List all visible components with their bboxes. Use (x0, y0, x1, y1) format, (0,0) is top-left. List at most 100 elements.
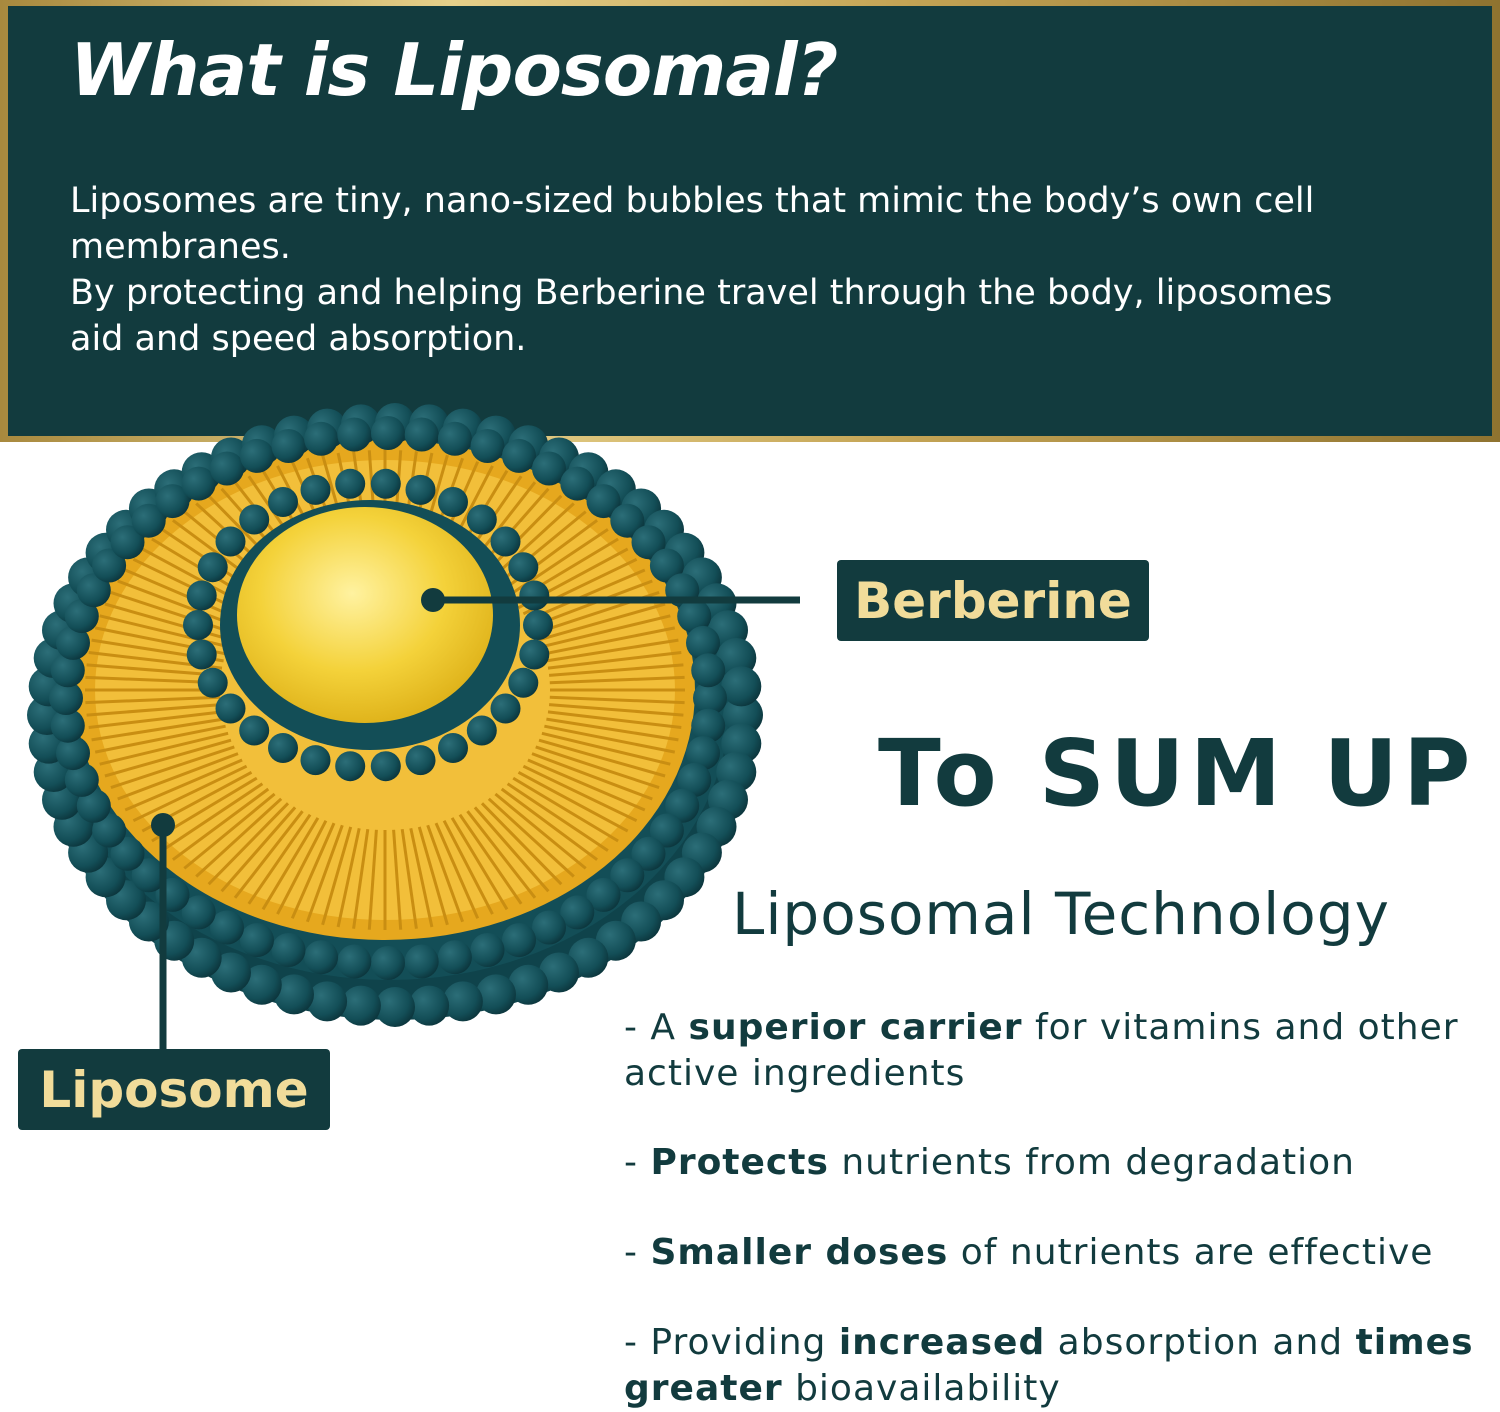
lipid-tail (512, 776, 619, 843)
head-bead (92, 813, 127, 848)
lipid-tail (86, 663, 222, 677)
head-bead (490, 526, 521, 557)
lipid-tail (94, 724, 226, 754)
head-bead (268, 733, 298, 763)
head-bead (50, 653, 85, 688)
head-bead (155, 484, 190, 519)
bullet-text: bioavailability (782, 1368, 1061, 1409)
description-line-2: By protecting and helping Berberine trav… (70, 273, 1333, 359)
lipid-tail (104, 738, 232, 778)
lipid-tail (547, 710, 682, 729)
head-bead (532, 451, 566, 486)
header-banner: What is Liposomal? Liposomes are tiny, n… (0, 0, 1500, 442)
head-bead (241, 964, 282, 1005)
head-bead (677, 762, 712, 797)
bullet-text: absorption and (1045, 1322, 1356, 1363)
lipid-tail (172, 787, 270, 861)
lipid-tail (546, 717, 679, 742)
head-bead (442, 981, 483, 1022)
lipid-tail (538, 738, 666, 778)
lipid-tail (527, 758, 646, 812)
head-bead (335, 751, 366, 782)
head-bead (665, 788, 700, 823)
head-bead (215, 526, 246, 557)
lipid-tail (538, 602, 666, 642)
bullet-text: - A (624, 1007, 689, 1048)
head-bead (92, 548, 127, 583)
head-bead (370, 751, 401, 782)
head-bead (677, 599, 712, 634)
head-bead (197, 552, 228, 583)
pointer-berberine (421, 588, 800, 612)
head-bead (340, 985, 381, 1026)
head-bead (300, 745, 331, 776)
lipid-tail (161, 782, 264, 852)
bullet-text: - Providing (624, 1322, 839, 1363)
head-bead (375, 987, 415, 1027)
head-bead (210, 451, 244, 486)
lipid-tail (110, 745, 235, 790)
bullet-emphasis: times greater (624, 1322, 1474, 1409)
bullet-bioavailability: - Providing increased absorption and tim… (624, 1320, 1494, 1412)
head-bead (438, 733, 468, 763)
bullet-emphasis: increased (838, 1322, 1046, 1363)
lipid-tail (117, 752, 239, 801)
head-bead (210, 910, 244, 945)
bullet-text: nutrients from degradation (828, 1142, 1355, 1183)
head-bead (586, 877, 621, 912)
lipid-tail (85, 695, 221, 705)
lipid-tail (494, 792, 587, 870)
lipid-tail (506, 782, 609, 852)
lipid-tail (124, 758, 243, 812)
head-bead (131, 858, 166, 893)
bullet-protects: - Protects nutrients from degradation (624, 1140, 1494, 1186)
head-bead (76, 788, 111, 823)
head-bead (239, 504, 270, 535)
head-bead (404, 944, 439, 979)
bullet-text: - (624, 1142, 651, 1183)
head-bead (508, 552, 539, 583)
head-bead (131, 503, 166, 538)
head-bead (110, 836, 145, 871)
head-bead (519, 639, 550, 670)
head-bead (335, 468, 366, 499)
head-bead (470, 429, 505, 463)
lipid-tail (233, 810, 304, 899)
head-bead (370, 468, 401, 499)
berberine-label: Berberine (837, 560, 1149, 641)
head-bead (337, 417, 372, 452)
head-bead (405, 745, 436, 776)
lipid-tail (517, 770, 629, 833)
head-bead (691, 708, 726, 743)
page-title: What is Liposomal? (70, 28, 838, 112)
head-bead (304, 940, 339, 975)
bullet-emphasis: Protects (650, 1142, 829, 1183)
head-bead (183, 610, 213, 640)
lipid-tail (548, 663, 684, 677)
lipid-tail (531, 579, 653, 628)
head-bead (64, 599, 99, 634)
lipid-tail (417, 826, 449, 926)
lipid-tail (86, 703, 222, 717)
lipid-tail (531, 752, 653, 801)
head-bead (519, 580, 550, 611)
lipid-tail (220, 806, 297, 893)
summary-title: To SUM UP (878, 720, 1476, 827)
lipid-tail (522, 764, 638, 823)
head-bead (215, 693, 246, 724)
head-bead (50, 708, 85, 743)
lipid-tail (473, 806, 550, 893)
head-bead (181, 466, 216, 501)
lipid-tail (409, 827, 434, 928)
liposome-label: Liposome (18, 1049, 330, 1130)
head-bead (723, 695, 763, 735)
head-bead (307, 981, 348, 1022)
lipid-tail (290, 822, 336, 919)
head-bead (502, 923, 536, 958)
head-bead (649, 813, 684, 848)
lipid-tail (352, 828, 370, 929)
bullet-text: - (624, 1232, 651, 1273)
head-bead (508, 964, 549, 1005)
head-bead (438, 487, 468, 517)
lipid-tail (183, 792, 276, 870)
